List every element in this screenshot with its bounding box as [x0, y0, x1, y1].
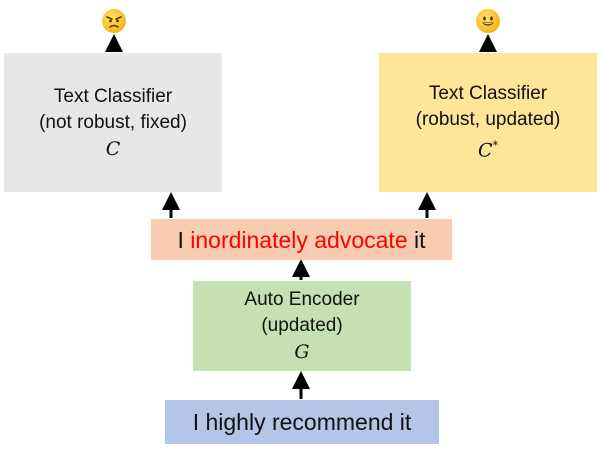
text-classifier-not-robust-box: Text Classifier (not robust, fixed) C	[4, 53, 222, 192]
right-classifier-subtitle: (robust, updated)	[415, 109, 561, 131]
right-classifier-symbol: C*	[477, 139, 499, 162]
adversarial-highlight: inordinately advocate	[190, 226, 408, 253]
auto-encoder-symbol: G	[294, 341, 310, 363]
adversarial-suffix: it	[414, 226, 426, 253]
left-classifier-subtitle: (not robust, fixed)	[39, 111, 187, 133]
left-classifier-title: Text Classifier	[53, 85, 173, 107]
text-classifier-robust-box: Text Classifier (robust, updated) C*	[379, 53, 597, 192]
auto-encoder-box: Auto Encoder (updated) G	[193, 281, 411, 371]
right-classifier-symbol-superscript: *	[492, 139, 499, 153]
angry-face-icon	[102, 9, 126, 33]
grinning-face-icon	[476, 9, 500, 33]
right-classifier-title: Text Classifier	[428, 83, 548, 105]
left-classifier-symbol: C	[105, 137, 121, 160]
input-text: I highly recommend it	[192, 409, 412, 435]
input-text-box: I highly recommend it	[165, 400, 439, 444]
auto-encoder-title: Auto Encoder	[244, 289, 360, 310]
adversarial-text: I inordinately advocate it	[177, 225, 425, 255]
adversarial-text-box: I inordinately advocate it	[151, 219, 452, 260]
auto-encoder-subtitle: (updated)	[261, 315, 343, 336]
adversarial-prefix: I	[177, 226, 184, 253]
